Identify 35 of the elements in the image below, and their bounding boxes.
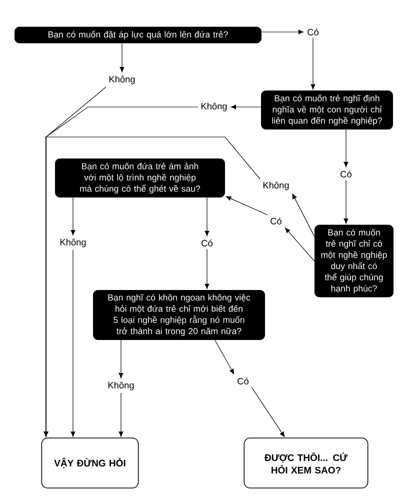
question-box: Bạn có muốn trẻ nghĩ chỉ có một nghề nghiệp duy nhất có thể giúp chúng hạnh phúc? <box>314 224 394 298</box>
arrow <box>70 250 76 437</box>
question-box: Bạn có muốn đứa trẻ ám ảnh với một lộ trình nghề nghiệp mà chúng có thể ghét về sau? <box>55 158 225 198</box>
arrow <box>344 129 348 168</box>
answer-label: Không <box>60 238 86 248</box>
arrow <box>230 104 262 110</box>
arrow <box>292 194 315 236</box>
arrow <box>285 228 315 262</box>
question-box: Bạn có muốn đặt áp lực quá lớn lên đứa trẻ? <box>14 26 262 44</box>
answer-label: Không <box>263 182 289 190</box>
question-box: Bạn nghĩ có khôn ngoan không việc hỏi một đứa trẻ chỉ mới biết đến 5 loại nghề nghiệp rằng nó muốn trở thành ai trong 20 năm nữa? <box>93 290 265 340</box>
arrow <box>118 340 124 378</box>
arrow <box>251 386 285 437</box>
answer-label: Có <box>308 28 318 36</box>
arrow <box>70 197 76 236</box>
answer-label: Có <box>270 218 282 224</box>
arrow <box>310 38 316 90</box>
arrow <box>226 196 268 216</box>
arrow <box>204 248 210 290</box>
answer-label: Có <box>202 240 212 246</box>
result-box: ĐƯỢC THÔI... CỨ HỎI XEM SAO? <box>244 438 368 488</box>
question-box: Bạn có muốn trẻ nghĩ định nghĩa về một con người chỉ liên quan đến nghề nghiệp? <box>261 90 393 130</box>
answer-label: Có <box>238 378 248 384</box>
arrow <box>344 180 348 224</box>
arrow <box>261 30 304 34</box>
arrow <box>118 392 124 437</box>
answer-label: Có <box>340 170 352 178</box>
answer-label: Không <box>108 382 134 390</box>
arrow <box>204 197 210 236</box>
answer-label: Không <box>201 102 227 112</box>
arrow <box>214 340 234 374</box>
arrow <box>44 136 260 437</box>
arrow <box>120 43 124 72</box>
answer-label: Không <box>109 76 135 84</box>
result-box: VẬY ĐỪNG HỎI <box>41 438 139 488</box>
